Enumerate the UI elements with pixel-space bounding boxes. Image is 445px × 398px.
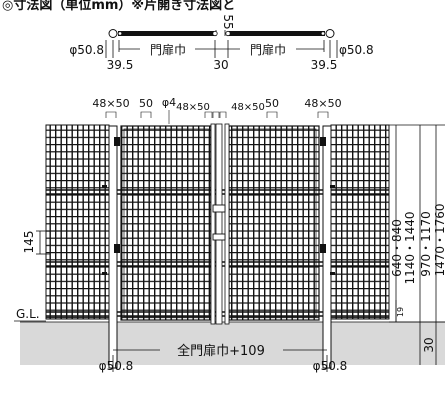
- plan-post-left: [108, 29, 118, 38]
- total-width: 全門扉巾+109: [177, 343, 265, 359]
- height-a: 640・840: [390, 219, 404, 277]
- plan-leaf-right: [228, 31, 325, 36]
- member-label-3: φ4: [162, 96, 176, 109]
- member-label-7: 48×50: [304, 97, 341, 110]
- plan-gap-right: 39.5: [311, 58, 338, 72]
- center-stile-left: [210, 123, 216, 325]
- fence-right: [330, 124, 390, 320]
- plan-dia-right: φ50.8: [339, 43, 374, 57]
- member-label-1: 48×50: [92, 97, 129, 110]
- height-d: 1470・1760: [433, 203, 445, 276]
- dim-145: 145: [22, 231, 36, 254]
- latch: [212, 204, 226, 213]
- fence-left: [45, 124, 110, 320]
- dim-19: 19: [396, 307, 405, 317]
- dim-30: 30: [422, 337, 436, 352]
- member-label-2: 50: [139, 97, 153, 110]
- bottom-dia-right: φ50.8: [313, 359, 348, 373]
- plan-post-right: [325, 29, 335, 38]
- plan-leaf-left: [118, 31, 215, 36]
- plan-view: 55 φ50.8 門扉巾 門扉巾 φ50.8 39.5 30 39.5: [69, 14, 373, 72]
- elevation-view: 48×50 50 φ4 48×50 48×50 50 48×50 145 G.L…: [14, 96, 445, 373]
- plan-leaf-width-right: 門扉巾: [250, 43, 286, 57]
- plan-dim-top: 55: [221, 14, 235, 29]
- ground-band: [20, 322, 445, 365]
- member-label-6: 50: [265, 97, 279, 110]
- gate-leaf-right: [228, 125, 320, 321]
- member-label-4: 48×50: [176, 102, 210, 113]
- height-c: 970・1170: [419, 211, 433, 276]
- member-label-5: 48×50: [231, 102, 265, 113]
- plan-gap-left: 39.5: [107, 58, 134, 72]
- drop-rod: [215, 123, 223, 325]
- bottom-dia-left: φ50.8: [99, 359, 134, 373]
- ground-label: G.L.: [16, 307, 40, 321]
- caption-fragment: ◎寸法図（単位mm）※片開き寸法図と: [2, 0, 235, 13]
- plan-leaf-width-left: 門扉巾: [150, 43, 186, 57]
- plan-dia-left: φ50.8: [69, 43, 104, 57]
- center-stile-right: [224, 123, 230, 325]
- height-b: 1140・1440: [403, 211, 417, 284]
- plan-gap-center: 30: [213, 58, 228, 72]
- gate-leaf-left: [120, 125, 213, 321]
